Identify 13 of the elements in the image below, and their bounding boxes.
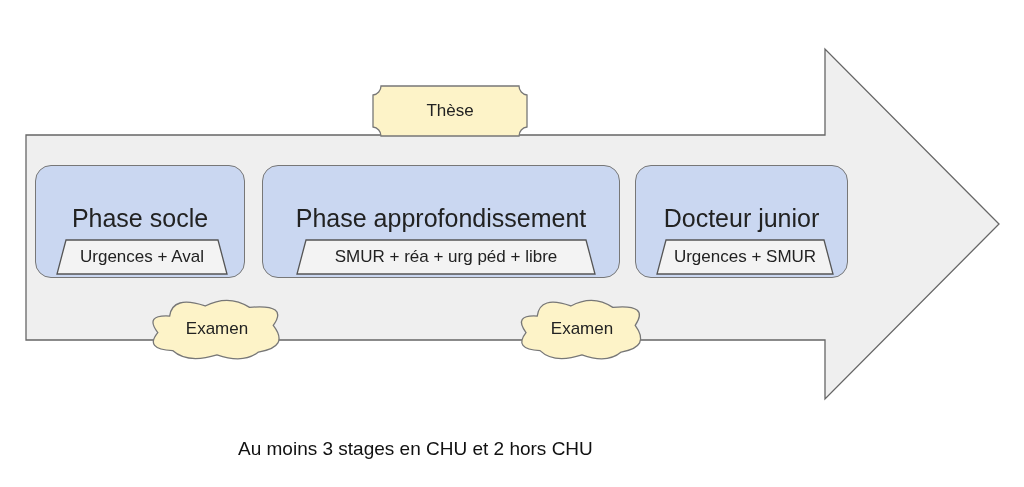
- exam-label: Examen: [550, 319, 614, 339]
- stage-list: Urgences + Aval: [80, 247, 204, 267]
- phase-title: Docteur junior: [663, 204, 820, 233]
- phase-title: Phase socle: [71, 204, 209, 233]
- stage-list: SMUR + réa + urg péd + libre: [334, 247, 558, 267]
- stage-list: Urgences + SMUR: [673, 247, 817, 267]
- phase-title: Phase approfondissement: [295, 204, 587, 233]
- phase-box: [635, 165, 848, 278]
- exam-label: Examen: [185, 319, 249, 339]
- phase-box: [262, 165, 620, 278]
- caption: Au moins 3 stages en CHU et 2 hors CHU: [238, 438, 593, 460]
- phase-box: [35, 165, 245, 278]
- thesis-label: Thèse: [426, 101, 474, 121]
